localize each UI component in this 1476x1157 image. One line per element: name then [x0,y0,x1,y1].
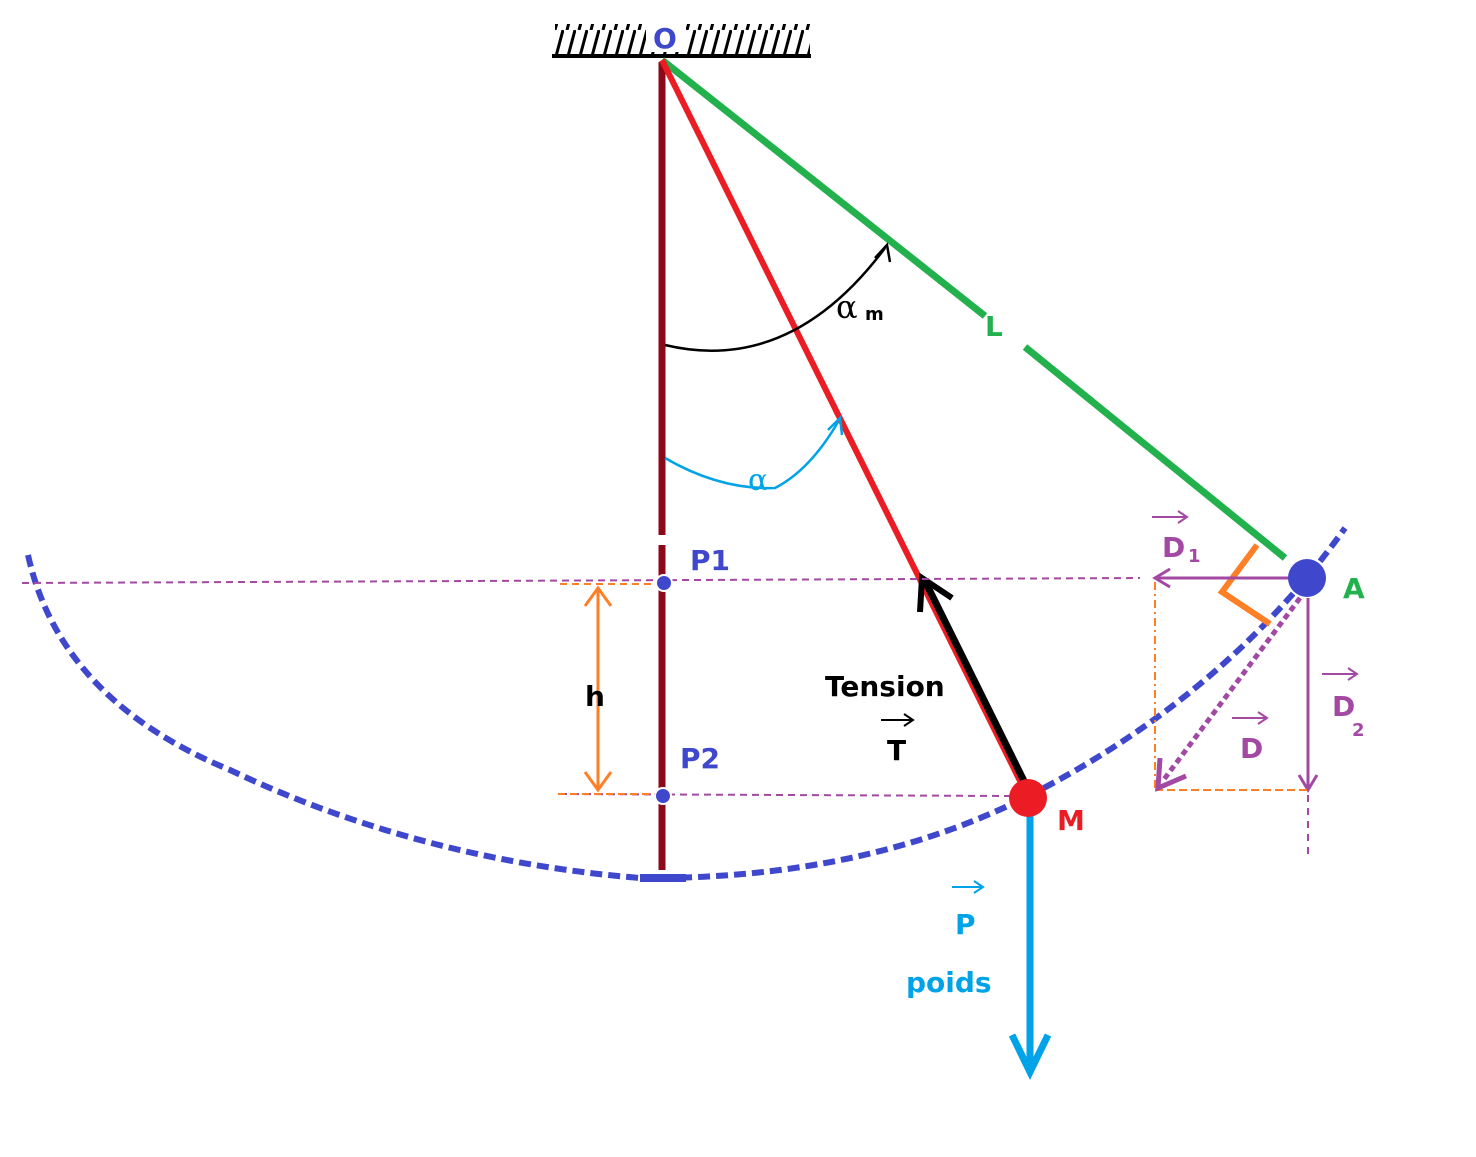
label-A: A [1343,572,1365,605]
level-line-P1 [21,577,1141,584]
pendulum-current-line [659,58,1031,799]
label-L: L [985,310,1003,343]
tension-vector [922,581,1030,787]
mass-M [1009,779,1047,817]
height-h-arrowhead-bottom [583,771,613,793]
label-alpha-m: α [836,288,858,326]
label-O: O [653,22,677,55]
angle-alpha-m-arc [664,247,887,352]
level-line-P2 [559,793,1011,797]
D-vector-bar-head [1257,711,1269,725]
label-T: T [887,734,906,767]
vector-D1-arrowhead [1152,567,1171,589]
label-P: P [955,908,976,941]
label-D1-sub: 1 [1188,546,1201,567]
ceiling-support [552,22,811,58]
label-P1: P1 [690,544,730,577]
angle-alpha-m-arrowhead [874,242,892,263]
angle-alpha-arrowhead [827,415,844,436]
label-P2: P2 [680,742,720,775]
label-tension: Tension [825,670,945,703]
label-alpha-m-sub: m [865,304,884,325]
D1-vector-bar-head [1177,510,1189,524]
angle-alpha-arc [664,421,840,490]
right-angle-marker [1217,543,1272,627]
point-P2 [654,787,672,805]
label-D1: D [1162,531,1185,564]
label-D2: D [1332,690,1355,723]
label-D2-sub: 2 [1352,720,1365,741]
pendulum-max-line-upper [659,57,988,319]
mass-A [1288,559,1326,597]
vector-D2-arrowhead [1297,774,1319,793]
label-alpha: α [748,463,768,498]
P-vector-bar-head [973,880,985,894]
vector-D-arrowhead [1155,757,1187,792]
height-h-arrowhead-top [583,585,613,607]
label-D: D [1240,732,1263,765]
D2-vector-bar-head [1347,667,1359,681]
label-M: M [1057,804,1085,837]
weight-arrowhead [1008,1033,1052,1081]
vector-D [1160,596,1302,784]
T-vector-bar-head [903,713,915,727]
label-h: h [585,680,605,713]
point-P1 [655,574,673,592]
label-poids: poids [906,966,992,999]
pendulum-max-line-lower [1022,344,1288,561]
